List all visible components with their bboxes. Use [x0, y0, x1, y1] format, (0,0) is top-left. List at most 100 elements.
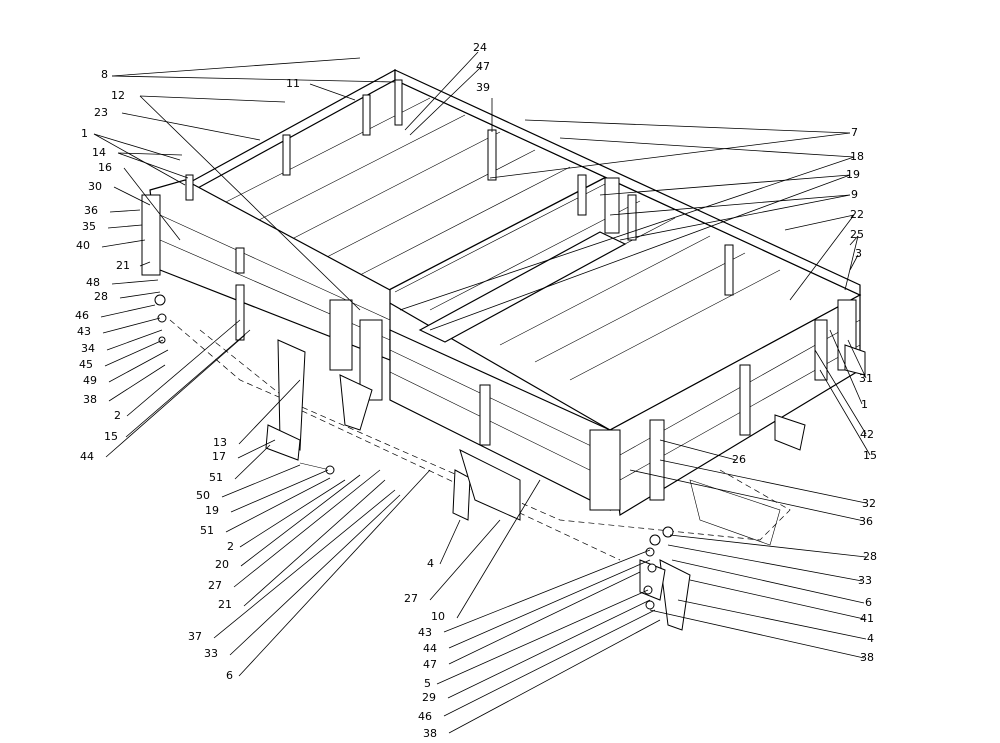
callout-label-48: 48	[86, 276, 100, 289]
callout-label-7: 7	[851, 126, 858, 139]
leader-line-28	[669, 534, 867, 558]
leader-line-17	[237, 439, 276, 459]
truck-body-drawing	[141, 68, 866, 631]
leader-line-41	[689, 579, 865, 620]
leader-line-34	[106, 329, 163, 351]
callout-label-39: 39	[476, 81, 490, 94]
callout-label-8: 8	[101, 68, 108, 81]
leader-line-15	[819, 369, 871, 456]
callout-label-36: 36	[859, 515, 873, 528]
callout-label-49: 49	[83, 374, 97, 387]
callout-label-41: 41	[860, 612, 874, 625]
leader-line-15	[125, 329, 251, 438]
callout-label-28: 28	[94, 290, 108, 303]
leader-line-40	[101, 239, 146, 248]
callout-label-36: 36	[84, 204, 98, 217]
callout-label-2: 2	[114, 409, 121, 422]
callout-label-43: 43	[77, 325, 91, 338]
leader-line-2	[239, 479, 346, 548]
callout-label-1: 1	[861, 398, 868, 411]
callout-label-35: 35	[82, 220, 96, 233]
callout-label-19: 19	[205, 504, 219, 517]
callout-label-51: 51	[209, 471, 223, 484]
exploded-hinges	[265, 339, 866, 631]
callout-label-19: 19	[846, 168, 860, 181]
callout-label-21: 21	[116, 259, 130, 272]
leader-line-21	[139, 261, 151, 267]
leader-line-7	[489, 132, 851, 179]
leader-line-33	[667, 544, 863, 582]
leader-line-8	[111, 75, 396, 83]
leader-line-12	[139, 95, 286, 103]
callout-label-25: 25	[850, 228, 864, 241]
leader-line-16	[123, 167, 181, 241]
leader-line-21	[243, 479, 386, 607]
callout-label-21: 21	[218, 598, 232, 611]
callout-label-42: 42	[860, 428, 874, 441]
callout-label-2: 2	[227, 540, 234, 553]
callout-label-4: 4	[427, 557, 434, 570]
leader-line-22	[784, 214, 855, 231]
leader-line-22	[789, 214, 855, 301]
leader-line-1	[93, 133, 181, 161]
fasteners	[154, 294, 674, 610]
callout-label-44: 44	[423, 642, 437, 655]
callout-label-15: 15	[104, 430, 118, 443]
leader-line-19	[230, 469, 329, 513]
leader-line-1	[93, 133, 186, 186]
callout-label-27: 27	[404, 592, 418, 605]
leader-line-18	[559, 137, 855, 158]
leader-line-23	[121, 112, 261, 141]
leader-line-47	[448, 571, 641, 665]
callout-label-18: 18	[850, 150, 864, 163]
callout-label-27: 27	[208, 579, 222, 592]
leader-line-38	[108, 364, 166, 402]
callout-label-45: 45	[79, 358, 93, 371]
leader-line-50	[221, 464, 301, 498]
callout-label-50: 50	[196, 489, 210, 502]
callout-label-47: 47	[476, 60, 490, 73]
callout-label-16: 16	[98, 161, 112, 174]
callout-label-17: 17	[212, 450, 226, 463]
callout-labels: 8111223114163036354021482846433445493821…	[75, 41, 877, 740]
callout-label-34: 34	[81, 342, 95, 355]
leader-line-46	[100, 304, 156, 318]
leader-line-25	[849, 235, 859, 246]
callout-label-51: 51	[200, 524, 214, 537]
leader-line-29	[447, 599, 651, 699]
stakes	[141, 79, 857, 511]
leader-line-10	[456, 479, 541, 619]
callout-label-33: 33	[858, 574, 872, 587]
leader-line-38	[649, 609, 865, 659]
leader-line-3	[849, 254, 859, 271]
leader-line-47	[409, 67, 481, 136]
leader-line-24	[404, 51, 479, 131]
leader-line-37	[213, 489, 396, 639]
leader-line-31	[847, 339, 867, 379]
callout-label-38: 38	[83, 393, 97, 406]
callout-label-20: 20	[215, 558, 229, 571]
leader-line-5	[436, 589, 649, 685]
callout-label-3: 3	[855, 247, 862, 260]
callout-label-37: 37	[188, 630, 202, 643]
leader-line-44	[105, 334, 246, 458]
callout-label-1: 1	[81, 127, 88, 140]
leader-line-36	[629, 469, 865, 522]
leader-line-25	[844, 235, 859, 291]
leader-line-45	[104, 339, 164, 367]
callout-label-32: 32	[862, 497, 876, 510]
callout-label-28: 28	[863, 550, 877, 563]
callout-label-9: 9	[851, 188, 858, 201]
leader-line-14	[117, 152, 183, 156]
callout-label-23: 23	[94, 106, 108, 119]
leader-line-28	[119, 291, 161, 299]
callout-label-4: 4	[867, 632, 874, 645]
callout-label-47: 47	[423, 658, 437, 671]
leader-line-42	[814, 349, 867, 435]
leader-line-46	[443, 609, 656, 717]
leader-line-27	[233, 469, 381, 588]
leader-line-44	[448, 559, 651, 649]
leader-line-30	[113, 186, 151, 206]
callout-label-33: 33	[204, 647, 218, 660]
